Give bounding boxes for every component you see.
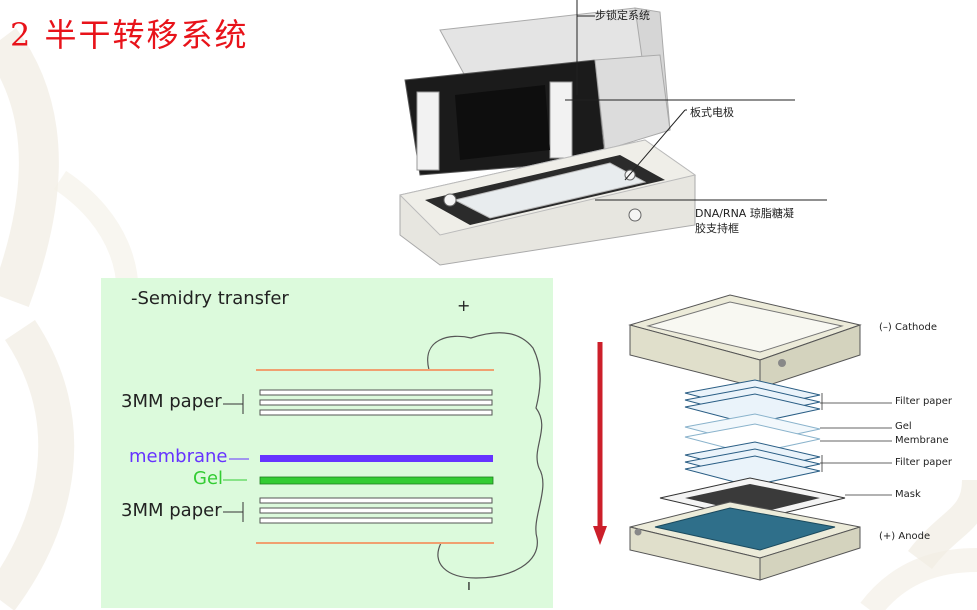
paper-top-label: 3MM paper	[121, 391, 222, 412]
plus-terminal-label: +	[457, 296, 471, 315]
paper-sheet	[259, 409, 493, 416]
plate-electrode-label: 板式电极	[690, 106, 734, 119]
membrane-label: membrane	[129, 446, 228, 467]
minus-terminal-label: ı	[467, 578, 471, 594]
exploded-stack-svg	[593, 294, 892, 581]
gel-stack-label: Gel	[895, 421, 912, 432]
paper-bottom-label: 3MM paper	[121, 500, 222, 521]
paper-sheet	[259, 399, 493, 406]
membrane-layer	[260, 455, 493, 462]
slide-title: 2 半干转移系统	[10, 16, 249, 54]
exploded-stack: (–) Cathode Filter paper Gel Membrane Fi…	[590, 280, 977, 600]
gel-layer	[259, 476, 494, 485]
paper-sheet	[259, 507, 493, 514]
apparatus-illustration	[399, 0, 827, 266]
anode-label: (+) Anode	[879, 531, 931, 542]
gel-support-label-2: 胶支持框	[695, 222, 739, 235]
power-wire	[427, 332, 544, 579]
filter-bottom-label: Filter paper	[895, 457, 953, 468]
semidry-schematic: -Semidry transfer + ı 3MM paper membrane…	[101, 278, 553, 608]
layer-stack-svg	[223, 332, 544, 579]
apparatus-photo: 步锁定系统 板式电极 DNA/RNA 琼脂糖凝 胶支持框	[395, 0, 835, 270]
membrane-stack-label: Membrane	[895, 435, 949, 446]
paper-sheet	[259, 517, 493, 524]
semidry-title: -Semidry transfer	[131, 288, 289, 309]
arrow-head	[593, 526, 607, 545]
paper-sheet	[259, 389, 493, 396]
gel-label: Gel	[193, 468, 224, 489]
gel-support-label-1: DNA/RNA 琼脂糖凝	[695, 207, 794, 220]
mask-label: Mask	[895, 489, 921, 500]
cathode-label: (–) Cathode	[879, 322, 937, 333]
paper-sheet	[259, 497, 493, 504]
filter-top-label: Filter paper	[895, 396, 953, 407]
lock-system-label: 步锁定系统	[595, 9, 650, 22]
